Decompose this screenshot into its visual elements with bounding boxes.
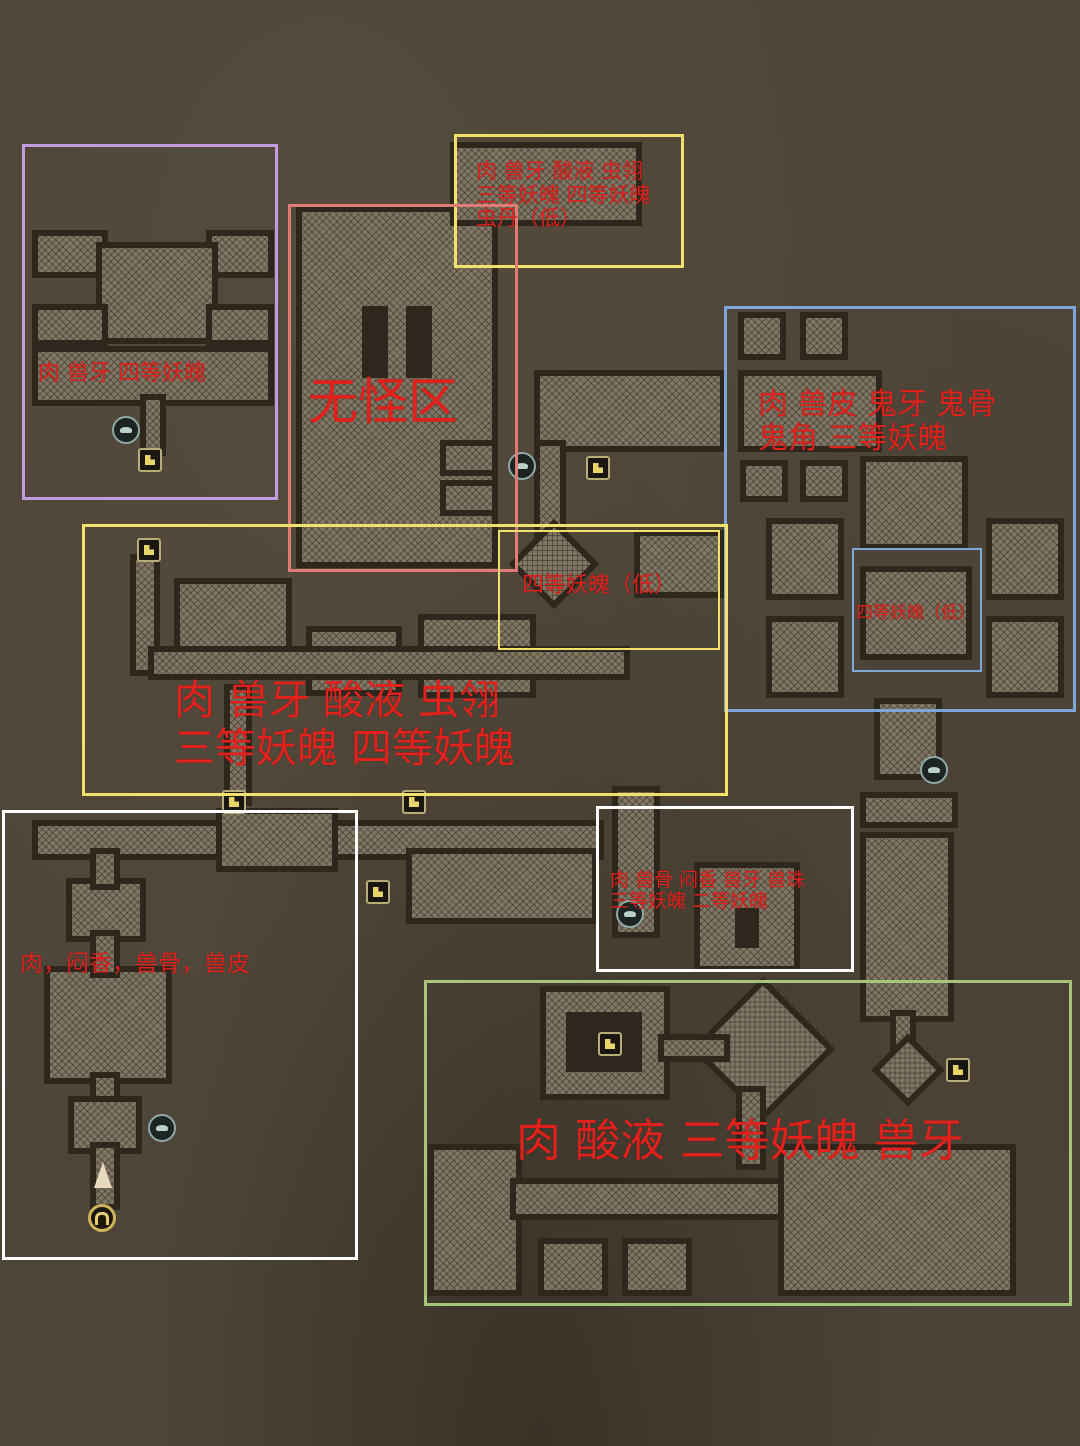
corridor — [664, 1040, 724, 1056]
corridor — [154, 652, 624, 674]
chest-icon[interactable] — [598, 1032, 622, 1056]
chest-icon[interactable] — [137, 538, 161, 562]
room — [992, 524, 1058, 594]
corridor — [540, 376, 720, 446]
room — [74, 1102, 136, 1148]
zone-white-mid-outline — [596, 806, 854, 972]
chest-icon[interactable] — [586, 456, 610, 480]
corridor — [742, 1092, 760, 1164]
room — [102, 248, 212, 338]
room — [640, 536, 720, 592]
wall — [406, 306, 432, 378]
zone-purple-outline — [22, 144, 278, 500]
room — [72, 884, 140, 936]
zone-blue-large-label: 肉 兽皮 鬼牙 鬼骨 鬼角 三等妖魄 — [758, 387, 997, 456]
zone-pink-outline — [288, 204, 518, 572]
room — [38, 310, 102, 340]
zone-yellow-small-outline — [498, 530, 720, 650]
room — [50, 972, 166, 1078]
zone-yellow-top-label: 肉 兽牙 酸液 虫翎 三等妖魄 四等妖魄 虫丹（低） — [476, 159, 651, 231]
portal-icon[interactable] — [148, 1114, 176, 1142]
room — [746, 466, 782, 496]
zone-yellow-large-label: 肉 兽牙 酸液 虫翎 三等妖魄 四等妖魄 — [174, 676, 516, 773]
room — [866, 462, 962, 544]
zone-blue-large-outline — [724, 306, 1076, 712]
zone-yellow-top-outline — [454, 134, 684, 268]
zone-purple-label: 肉 兽牙 四等妖魄 — [38, 361, 206, 386]
corridor — [96, 1078, 114, 1102]
zone-white-mid-label: 肉 兽骨 闷香 兽牙 兽珠 三等妖魄 二等妖魄 — [610, 869, 806, 913]
corridor — [96, 854, 114, 884]
chest-icon[interactable] — [366, 880, 390, 904]
player-marker-icon — [94, 1162, 112, 1188]
room — [772, 622, 838, 692]
wall — [735, 908, 759, 948]
room — [806, 318, 842, 354]
corridor — [866, 798, 952, 822]
corridor — [96, 936, 114, 972]
room — [212, 310, 268, 340]
zone-white-left-outline — [2, 810, 358, 1260]
corridor — [136, 560, 154, 670]
corridor — [540, 446, 560, 542]
room — [992, 622, 1058, 692]
zone-green-outline — [424, 980, 1072, 1306]
room — [38, 236, 102, 272]
room — [222, 814, 332, 866]
wall — [362, 306, 388, 378]
portal-icon[interactable] — [112, 416, 140, 444]
room — [628, 1244, 686, 1290]
room — [446, 446, 492, 470]
zone-yellow-large-outline — [82, 524, 728, 796]
room — [456, 148, 636, 220]
portal-icon[interactable] — [508, 452, 536, 480]
chest-icon[interactable] — [138, 448, 162, 472]
room — [544, 1244, 602, 1290]
zone-yellow-small-label: 四等妖魄（低） — [522, 573, 677, 598]
room — [434, 1150, 516, 1290]
room — [784, 1150, 1010, 1290]
room — [230, 690, 246, 800]
room — [212, 236, 268, 272]
portal-icon[interactable] — [616, 900, 644, 928]
zone-pink-label: 无怪区 — [308, 373, 458, 431]
zone-blue-small-outline — [852, 548, 982, 672]
room — [744, 318, 780, 354]
corridor — [38, 352, 268, 400]
corridor — [516, 1184, 786, 1214]
room — [772, 524, 838, 594]
chest-icon[interactable] — [946, 1058, 970, 1082]
zone-blue-small-label: 四等妖魄（低） — [856, 603, 975, 623]
zone-green-label: 肉 酸液 三等妖魄 兽牙 — [516, 1114, 964, 1167]
room — [866, 838, 948, 1016]
corridor — [880, 704, 936, 774]
room — [806, 466, 842, 496]
room — [446, 486, 492, 510]
portal-icon[interactable] — [920, 756, 948, 784]
room — [866, 572, 966, 654]
zone-white-left-label: 肉，闷香，兽骨，兽皮 — [20, 951, 250, 977]
start-point-icon[interactable] — [88, 1204, 116, 1232]
room — [744, 376, 876, 446]
corridor — [146, 400, 160, 450]
room — [412, 854, 592, 918]
